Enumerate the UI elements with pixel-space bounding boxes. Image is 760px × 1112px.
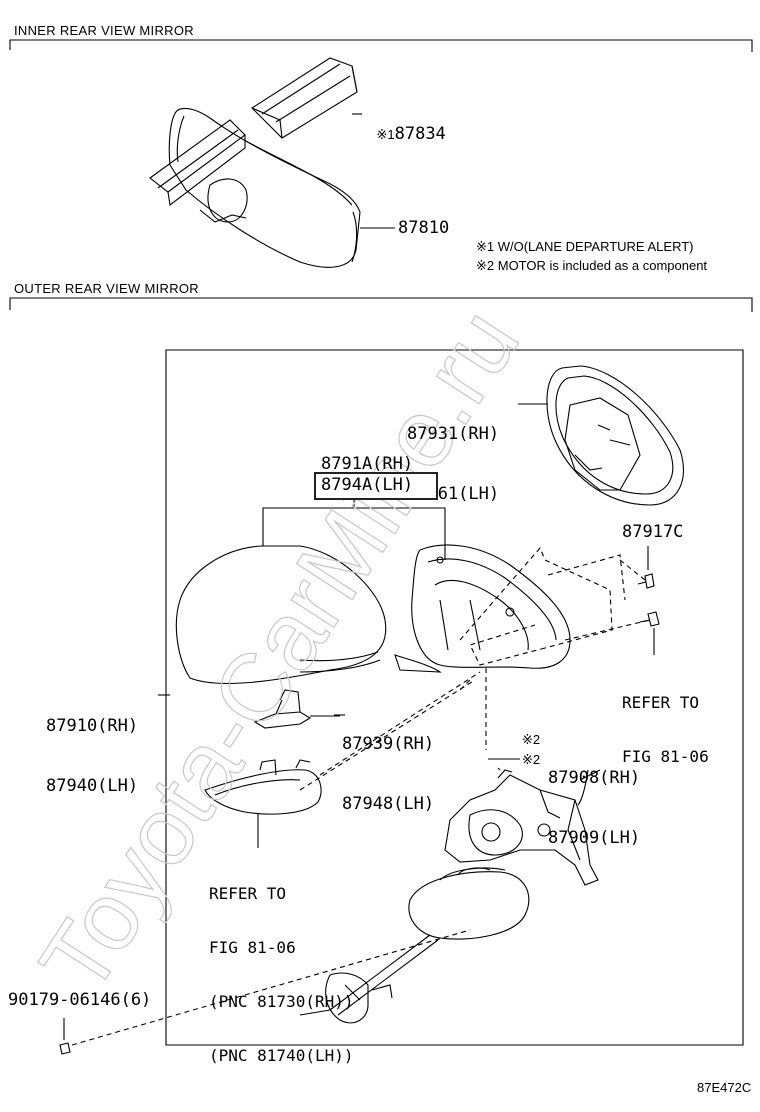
inner-section-rule	[9, 39, 753, 52]
part-label-bracket[interactable]: 87939(RH) 87948(LH)	[342, 694, 434, 834]
outer-frame-box	[165, 349, 744, 1046]
part-label-glass[interactable]: 87931(RH) 87961(LH)	[407, 384, 499, 524]
refer-line: REFER TO	[209, 884, 287, 903]
clip-drawing	[59, 1018, 71, 1055]
part-label-87810[interactable]: 87810	[398, 218, 450, 238]
screw-refer-drawing	[639, 611, 660, 655]
part-label-clip[interactable]: 90179-06146(6)	[8, 990, 152, 1010]
part-label-cover-rh[interactable]: 8791A(RH)	[321, 454, 414, 474]
part-number-rh: 87908(RH)	[548, 768, 641, 788]
inner-section-title: INNER REAR VIEW MIRROR	[14, 23, 194, 38]
part-label-motor[interactable]: 87908(RH) 87909(LH)	[548, 728, 640, 868]
note-1: ※1 W/O(LANE DEPARTURE ALERT)	[476, 239, 694, 254]
outer-section-rule	[9, 297, 753, 312]
part-label-cover-lh[interactable]: 8794A(LH)	[321, 475, 414, 495]
leader-lines	[158, 113, 548, 760]
inner-mirror-body-drawing	[149, 107, 361, 268]
figure-code: 87E472C	[697, 1080, 752, 1095]
highlight-box	[314, 472, 438, 500]
part-number: 87834	[394, 124, 446, 144]
part-number-rh: 87910(RH)	[46, 716, 139, 736]
wire-harness-drawing	[299, 934, 439, 1024]
part-number-rh: 87931(RH)	[407, 424, 500, 444]
mirror-cover-drawing	[175, 545, 387, 685]
refer-line: FIG 81-06	[209, 938, 296, 957]
motor-mark-lh: ※2	[522, 752, 541, 767]
refer-line: REFER TO	[622, 693, 700, 712]
motor-assembly-drawing	[444, 767, 601, 886]
part-label-assembly[interactable]: 87910(RH) 87940(LH)	[46, 676, 138, 816]
refer-to-fig-lamp[interactable]: REFER TO FIG 81-06 (PNC 81730(RH)) (PNC …	[209, 849, 354, 1083]
refer-line: (PNC 81740(LH))	[209, 1046, 354, 1065]
exploded-guides	[71, 546, 651, 1046]
mirror-housing-drawing	[394, 544, 571, 673]
inner-mirror-cover-drawing	[251, 57, 358, 139]
note-2: ※2 MOTOR is included as a component	[476, 258, 708, 273]
part-number-lh: 87940(LH)	[46, 776, 139, 796]
part-label-87834[interactable]: ※187834	[356, 104, 446, 145]
outer-section-title: OUTER REAR VIEW MIRROR	[14, 281, 199, 296]
mirror-base-drawing	[408, 867, 530, 940]
part-number-lh: 87948(LH)	[342, 794, 435, 814]
screw-87917C-drawing	[637, 546, 655, 589]
mirror-glass-drawing	[546, 365, 684, 506]
refer-to-fig-top[interactable]: REFER TO FIG 81-06	[622, 658, 709, 784]
part-mark: ※1	[376, 127, 395, 142]
part-number-lh: 87909(LH)	[548, 828, 641, 848]
refer-line: (PNC 81730(RH))	[209, 992, 354, 1011]
small-bracket-drawing	[253, 689, 340, 729]
part-number-rh: 87939(RH)	[342, 734, 435, 754]
part-label-87917C[interactable]: 87917C	[622, 522, 684, 542]
turn-lamp-drawing	[204, 759, 322, 848]
motor-mark-rh: ※2	[522, 732, 541, 747]
refer-line: FIG 81-06	[622, 747, 709, 766]
